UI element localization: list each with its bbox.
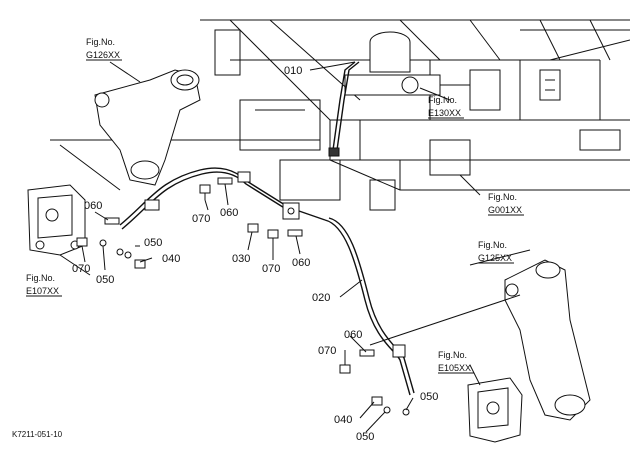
callout-050: 050 xyxy=(144,237,162,249)
three-way-joint xyxy=(282,202,326,221)
callout-050: 050 xyxy=(96,274,114,286)
callout-070: 070 xyxy=(72,263,90,275)
figref-g125-label: Fig.No. xyxy=(478,240,507,250)
callout-010: 010 xyxy=(284,65,302,77)
figref-g126-label: Fig.No. xyxy=(86,37,115,47)
vehicle-frame xyxy=(50,19,630,211)
callout-050: 050 xyxy=(356,431,374,443)
figref-e107-label: Fig.No. xyxy=(26,273,55,283)
callout-040: 040 xyxy=(334,414,352,426)
brake-caliper-right xyxy=(467,377,523,443)
brake-caliper-left xyxy=(27,184,86,256)
callout-030: 030 xyxy=(232,253,250,265)
figref-g125-code: G125XX xyxy=(478,253,512,263)
callout-060: 060 xyxy=(84,200,102,212)
callout-070: 070 xyxy=(262,263,280,275)
callout-070: 070 xyxy=(192,213,210,225)
figref-g001-code: G001XX xyxy=(488,205,522,215)
brake-hose-020 xyxy=(324,217,415,396)
callout-060: 060 xyxy=(292,257,310,269)
master-cylinder xyxy=(344,31,470,96)
callout-060: 060 xyxy=(220,207,238,219)
figref-e107-code: E107XX xyxy=(26,286,59,296)
figref-e130-code: E130XX xyxy=(428,108,461,118)
callout-050: 050 xyxy=(420,391,438,403)
front-knuckle-left xyxy=(94,69,201,186)
drawing-id: K7211-051-10 xyxy=(12,430,63,439)
callout-020: 020 xyxy=(312,292,330,304)
figref-g126-code: G126XX xyxy=(86,50,120,60)
callout-040: 040 xyxy=(162,253,180,265)
brake-hose-upper xyxy=(119,167,287,230)
callout-070: 070 xyxy=(318,345,336,357)
callouts: 010 020 030 040 040 050 050 050 050 060 … xyxy=(72,65,438,443)
figure-references: Fig.No. G126XX Fig.No. E130XX Fig.No. G0… xyxy=(26,37,524,374)
front-knuckle-right xyxy=(504,259,591,421)
callout-060: 060 xyxy=(344,329,362,341)
figref-g001-label: Fig.No. xyxy=(488,192,517,202)
figref-e130-label: Fig.No. xyxy=(428,95,457,105)
figref-e105-label: Fig.No. xyxy=(438,350,467,360)
figref-e105-code: E105XX xyxy=(438,363,471,373)
brake-pipe-010 xyxy=(328,61,360,157)
fasteners xyxy=(76,177,410,416)
leader-lines xyxy=(59,61,531,433)
